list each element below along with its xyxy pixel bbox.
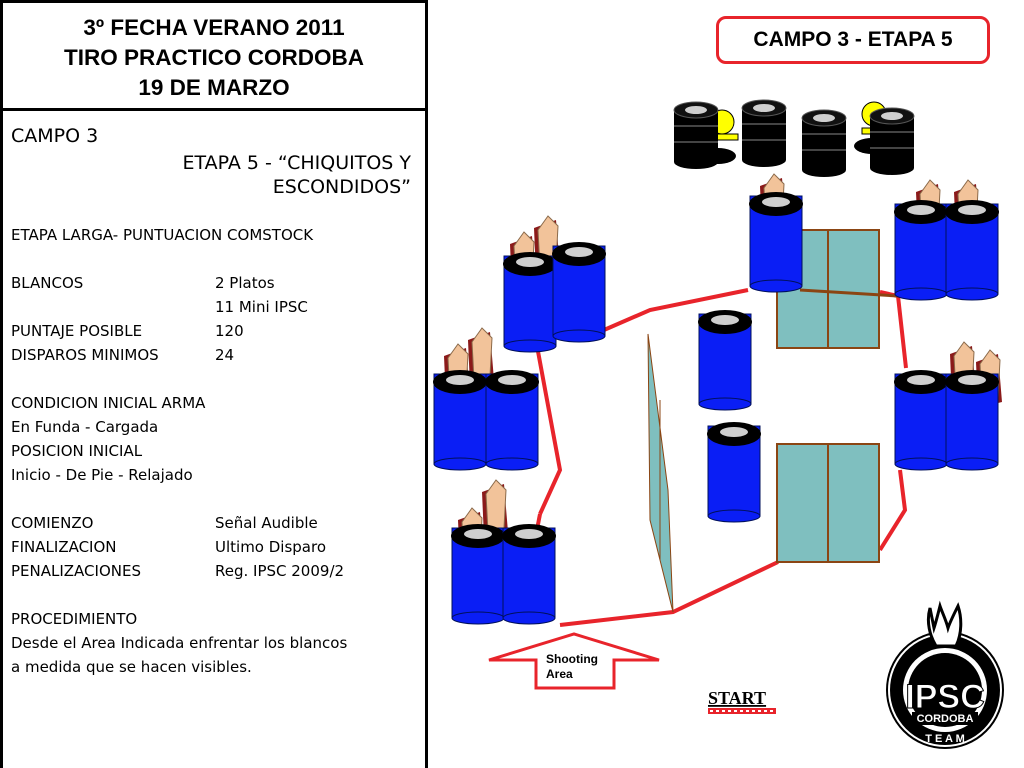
logo-ipsc-text: IPSC <box>905 678 984 716</box>
divider-wall <box>647 333 674 613</box>
header-line-date: 19 DE MARZO <box>138 75 290 100</box>
etapa-title-line2: ESCONDIDOS” <box>272 176 411 198</box>
logo-cordoba-text: CORDOBA <box>917 713 974 725</box>
stage-details: CAMPO 3 ETAPA 5 - “CHIQUITOS Y ESCONDIDO… <box>3 111 425 679</box>
black-barrel <box>741 99 787 168</box>
wall-lower <box>776 443 880 563</box>
puntaje-value: 120 <box>215 322 244 340</box>
procedimiento-line2: a medida que se hacen visibles. <box>11 658 252 676</box>
disparos-row: DISPAROS MINIMOS 24 <box>11 343 425 367</box>
blue-barrel <box>944 199 1000 301</box>
black-barrel <box>801 109 847 178</box>
blue-barrel <box>697 309 753 411</box>
shooting-area-label-line2: Area <box>546 667 573 681</box>
start-marker: START <box>708 688 776 714</box>
etapa-title-line1: ETAPA 5 - “CHIQUITOS Y <box>182 152 412 174</box>
stage-info-panel: 3º FECHA VERANO 2011 TIRO PRACTICO CORDO… <box>0 0 428 768</box>
start-label: START <box>708 688 766 708</box>
condicion-value: En Funda - Cargada <box>11 418 159 436</box>
puntaje-label: PUNTAJE POSIBLE <box>11 322 143 340</box>
posicion-value: Inicio - De Pie - Relajado <box>11 466 193 484</box>
procedimiento-title: PROCEDIMIENTO <box>11 610 138 628</box>
finalizacion-row: FINALIZACION Ultimo Disparo <box>11 535 425 559</box>
ipsc-cordoba-team-logo: IPSC CORDOBA T E A M <box>886 600 1004 749</box>
campo-title: CAMPO 3 <box>11 125 99 147</box>
stage-header: 3º FECHA VERANO 2011 TIRO PRACTICO CORDO… <box>3 3 425 111</box>
blue-barrel <box>484 369 540 471</box>
blue-barrel <box>432 369 488 471</box>
blue-barrel <box>893 369 949 471</box>
blue-barrel <box>450 523 506 625</box>
finalizacion-value: Ultimo Disparo <box>215 538 327 556</box>
black-barrel-base <box>700 148 736 164</box>
disparos-value: 24 <box>215 346 235 364</box>
penalizaciones-value: Reg. IPSC 2009/2 <box>215 562 345 580</box>
comienzo-label: COMIENZO <box>11 514 94 532</box>
finalizacion-label: FINALIZACION <box>11 538 117 556</box>
shooting-area-label-line1: Shooting <box>546 652 598 666</box>
shooting-area-arrow: Shooting Area <box>488 632 660 690</box>
penalizaciones-row: PENALIZACIONES Reg. IPSC 2009/2 <box>11 559 425 583</box>
puntaje-row: PUNTAJE POSIBLE 120 <box>11 319 425 343</box>
etapa-title: ETAPA 5 - “CHIQUITOS Y ESCONDIDOS” <box>11 151 425 199</box>
comienzo-row: COMIENZO Señal Audible <box>11 511 425 535</box>
blue-barrel <box>502 251 558 353</box>
blue-barrel <box>893 199 949 301</box>
blue-barrel <box>706 421 762 523</box>
campo-etapa-label: CAMPO 3 - ETAPA 5 <box>716 16 990 64</box>
blue-barrel <box>748 191 804 293</box>
blancos-row-2: 11 Mini IPSC <box>11 295 425 319</box>
condicion-title: CONDICION INICIAL ARMA <box>11 394 206 412</box>
hand-gesture-icon <box>926 600 963 648</box>
posicion-title: POSICION INICIAL <box>11 442 143 460</box>
procedimiento-line1: Desde el Area Indicada enfrentar los bla… <box>11 634 348 652</box>
comienzo-value: Señal Audible <box>215 514 318 532</box>
disparos-label: DISPAROS MINIMOS <box>11 346 159 364</box>
header-line-event: 3º FECHA VERANO 2011 <box>83 15 345 40</box>
black-barrel <box>869 107 915 176</box>
logo-team-text: T E A M <box>925 733 965 745</box>
blue-barrel <box>501 523 557 625</box>
blue-barrel <box>551 241 607 343</box>
penalizaciones-label: PENALIZACIONES <box>11 562 141 580</box>
header-line-club: TIRO PRACTICO CORDOBA <box>64 45 364 70</box>
blue-barrel <box>944 369 1000 471</box>
blancos-label: BLANCOS <box>11 274 84 292</box>
blancos-value-platos: 2 Platos <box>215 274 275 292</box>
stage-type: ETAPA LARGA- PUNTUACION COMSTOCK <box>11 226 314 244</box>
blancos-value-mini-ipsc: 11 Mini IPSC <box>215 298 308 316</box>
blancos-row: BLANCOS 2 Platos <box>11 271 425 295</box>
